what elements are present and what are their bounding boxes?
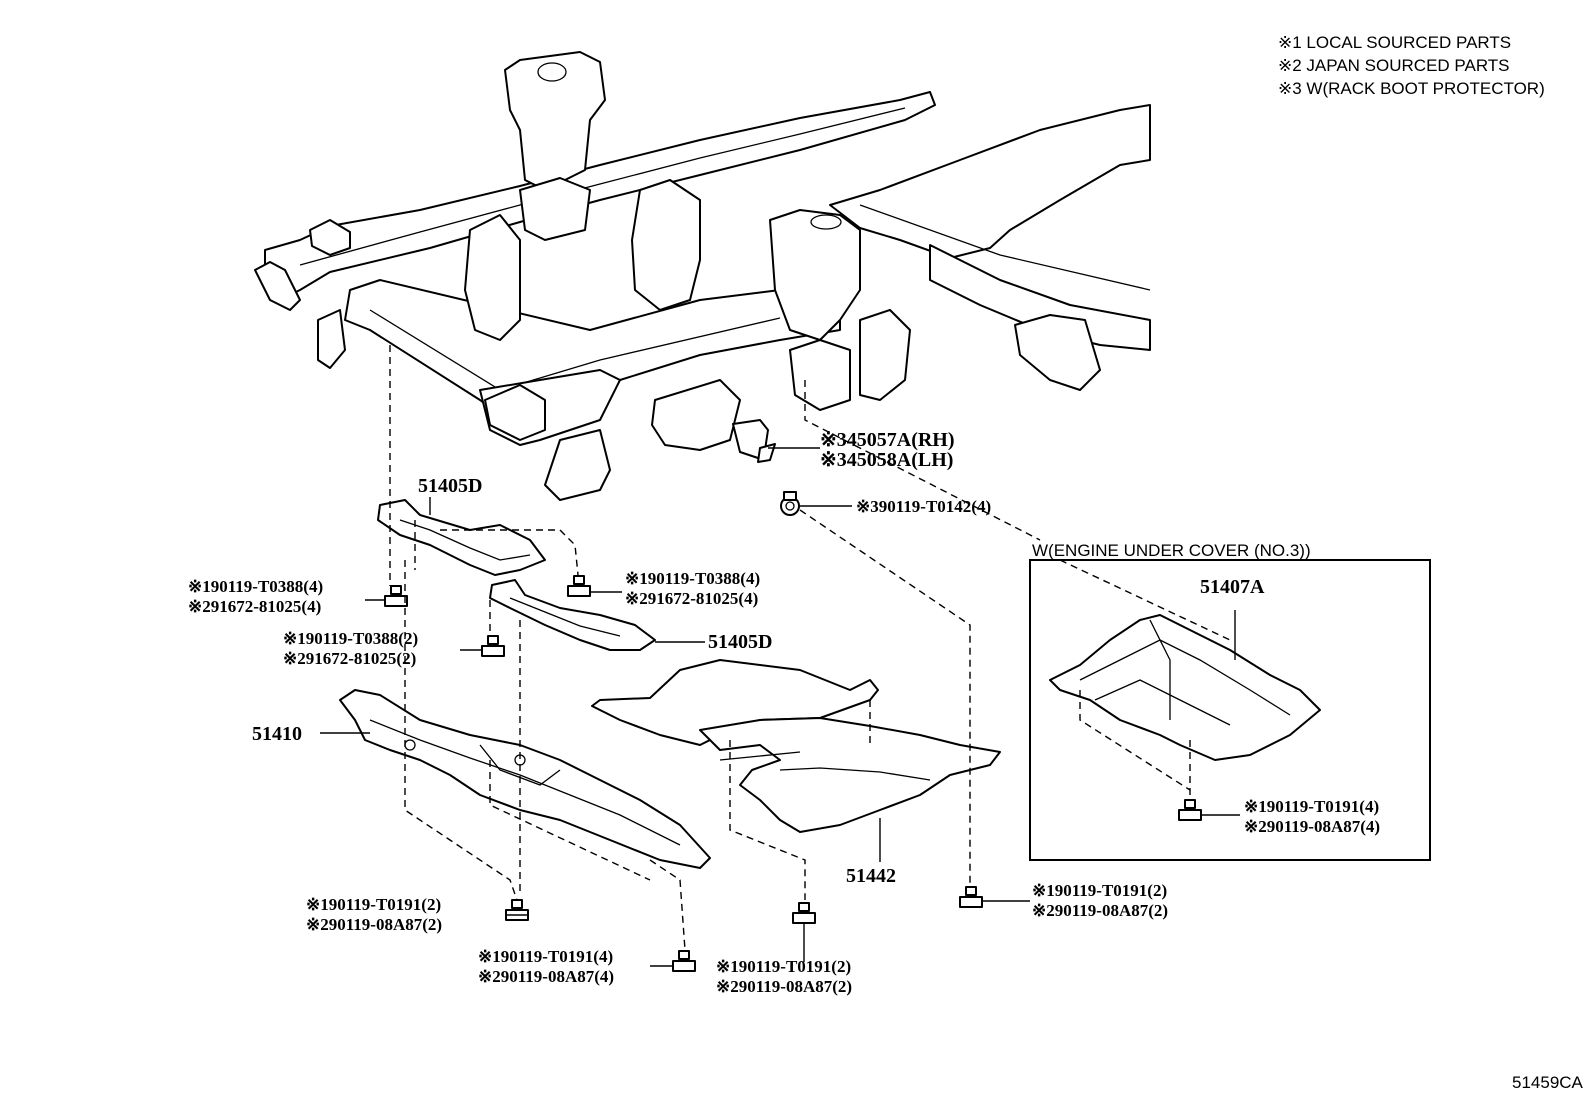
bracket-51405D-middle	[489, 579, 656, 651]
callout-mid-c1: ※190119-T0388(2)	[283, 629, 418, 648]
callout-low-f2: ※290119-08A87(2)	[716, 977, 852, 996]
label-45057A: ※345057A(RH)	[820, 429, 955, 451]
under-cover-51442	[591, 659, 1001, 833]
callout-left-a1: ※190119-T0388(4)	[188, 577, 323, 596]
callout-low-f1: ※190119-T0191(2)	[716, 957, 851, 976]
callout-right-b1: ※190119-T0388(4)	[625, 569, 760, 588]
bolt-right-b	[567, 575, 591, 597]
alignment-lines	[389, 345, 1231, 951]
bolt-box-h	[1178, 799, 1202, 821]
callout-mid-c2: ※291672-81025(2)	[283, 649, 416, 668]
callout-left-a2: ※291672-81025(4)	[188, 597, 321, 616]
bolt-low-e	[672, 950, 696, 972]
rack-boot-protector-bracket	[732, 419, 776, 463]
bolt-low-f	[792, 902, 816, 924]
label-51405D-upper: 51405D	[418, 475, 482, 497]
label-90119-T0142: ※390119-T0142(4)	[856, 497, 991, 516]
label-51442: 51442	[846, 865, 896, 887]
bracket-51405D-upper	[377, 499, 546, 576]
label-45058A: ※345058A(LH)	[820, 449, 953, 471]
label-51410: 51410	[252, 723, 302, 745]
callout-low-e2: ※290119-08A87(4)	[478, 967, 614, 986]
callout-right-b2: ※291672-81025(4)	[625, 589, 758, 608]
labels: ※1 LOCAL SOURCED PARTS ※2 JAPAN SOURCED …	[188, 33, 1584, 1092]
callout-box-h2: ※290119-08A87(4)	[1244, 817, 1380, 836]
bolt-90119-T0142	[780, 491, 800, 516]
label-51405D-middle: 51405D	[708, 631, 772, 653]
callout-low-g2: ※290119-08A87(2)	[1032, 901, 1168, 920]
under-cover-51407A	[1049, 614, 1321, 761]
callout-low-g1: ※190119-T0191(2)	[1032, 881, 1167, 900]
note-1: ※1 LOCAL SOURCED PARTS	[1278, 33, 1511, 52]
label-51407A: 51407A	[1200, 576, 1265, 598]
callout-box-h1: ※190119-T0191(4)	[1244, 797, 1379, 816]
note-2: ※2 JAPAN SOURCED PARTS	[1278, 56, 1510, 75]
diagram-id: 51459CA	[1512, 1073, 1584, 1092]
inset-title: W(ENGINE UNDER COVER (NO.3))	[1032, 541, 1311, 560]
bolt-low-d	[505, 899, 529, 921]
leader-lines	[320, 447, 1240, 967]
bolt-mid-c	[481, 635, 505, 657]
callout-low-d2: ※290119-08A87(2)	[306, 915, 442, 934]
vehicle-frame	[254, 51, 1151, 501]
callout-low-d1: ※190119-T0191(2)	[306, 895, 441, 914]
bolt-left-a	[384, 585, 408, 607]
bolt-low-g	[959, 886, 983, 908]
note-3: ※3 W(RACK BOOT PROTECTOR)	[1278, 79, 1545, 98]
callout-low-e1: ※190119-T0191(4)	[478, 947, 613, 966]
inset-box	[1029, 559, 1431, 861]
